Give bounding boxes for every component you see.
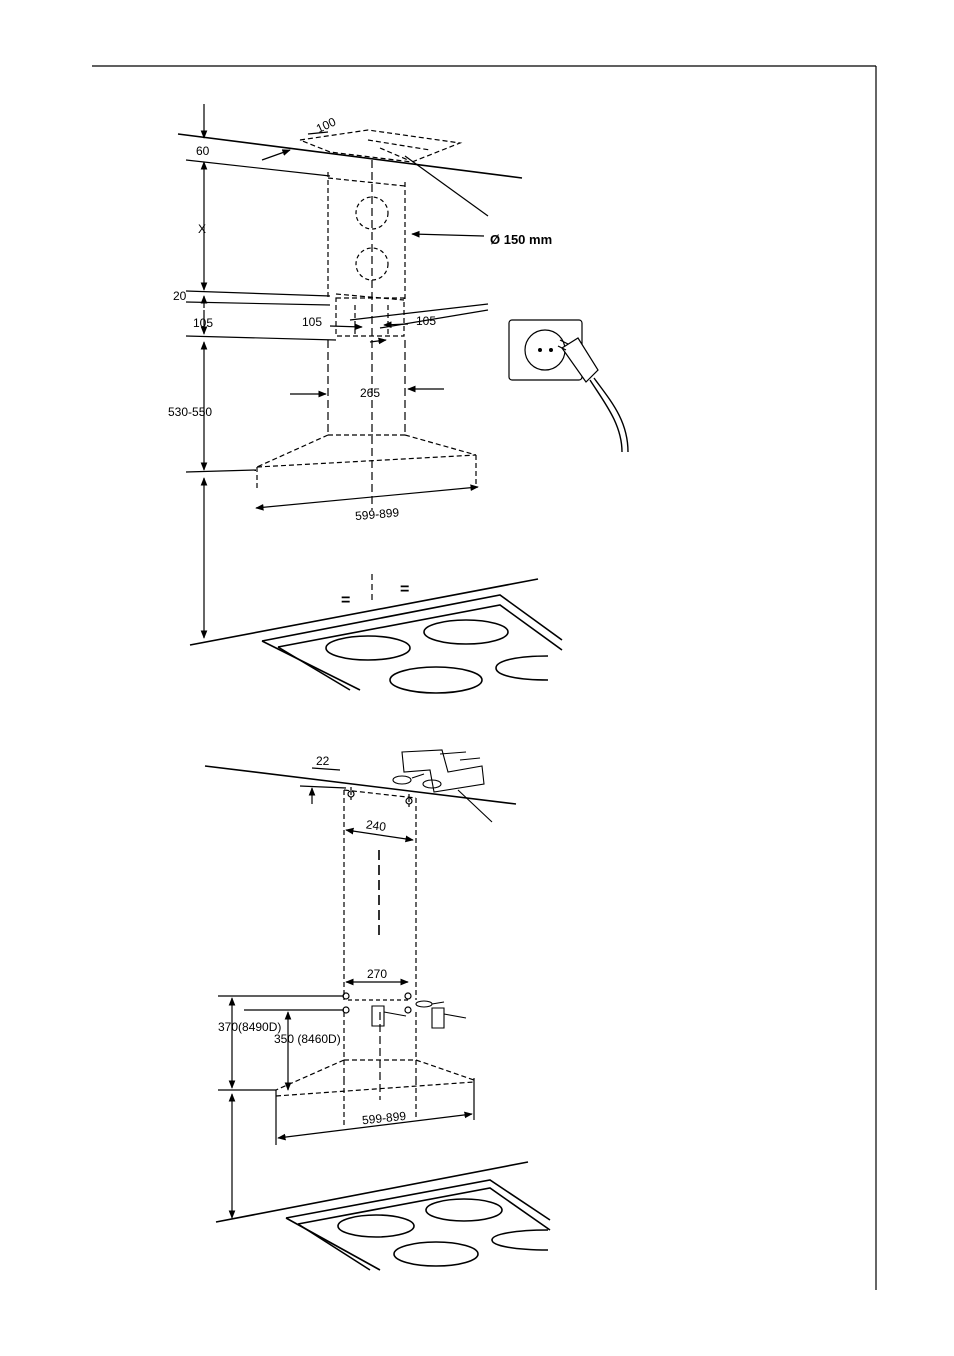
- label-105-mid-b: 105: [416, 314, 436, 328]
- hob: [262, 595, 562, 693]
- label-60: 60: [196, 144, 210, 158]
- label-105-left: 105: [193, 316, 213, 330]
- ceiling-plate: [300, 130, 460, 162]
- worktop-line-bottom: [216, 1162, 528, 1222]
- label-599-899-bottom: 599-899: [361, 1109, 407, 1128]
- worktop-line: [190, 579, 538, 645]
- plug-icon: [558, 338, 628, 452]
- label-x: X: [198, 222, 206, 236]
- hob-bottom: [286, 1180, 550, 1270]
- dim-hood-width: [256, 487, 478, 508]
- bottom-labels: 22 240 270 370(8490D) 350 (8460D) 599-89…: [218, 754, 407, 1127]
- hood-outline: [257, 435, 476, 488]
- label-370: 370(8490D): [218, 1020, 281, 1034]
- label-100: 100: [314, 114, 338, 135]
- label-530-550: 530-550: [168, 405, 212, 419]
- label-20: 20: [173, 289, 187, 303]
- label-270: 270: [367, 967, 387, 981]
- label-duct-diameter: Ø 150 mm: [490, 232, 552, 247]
- bracket-outline: [336, 298, 404, 336]
- wall-bracket-icon: [393, 750, 492, 822]
- top-diagram: [178, 104, 628, 693]
- chimney-outline: [328, 172, 405, 300]
- label-equal-left: =: [341, 592, 350, 609]
- mounting-brackets-icon: [372, 1001, 466, 1028]
- label-599-899-top: 599-899: [355, 505, 400, 523]
- label-22: 22: [316, 754, 330, 768]
- label-equal-right: =: [400, 581, 409, 598]
- ceiling-line: [178, 134, 522, 178]
- page-frame: [92, 66, 876, 1290]
- label-265: 265: [360, 386, 380, 400]
- top-labels: 100 60 X Ø 150 mm 20 105 105 105 265 530…: [168, 114, 552, 609]
- label-105-mid-a: 105: [302, 315, 322, 329]
- label-350: 350 (8460D): [274, 1032, 341, 1046]
- label-240: 240: [365, 817, 387, 834]
